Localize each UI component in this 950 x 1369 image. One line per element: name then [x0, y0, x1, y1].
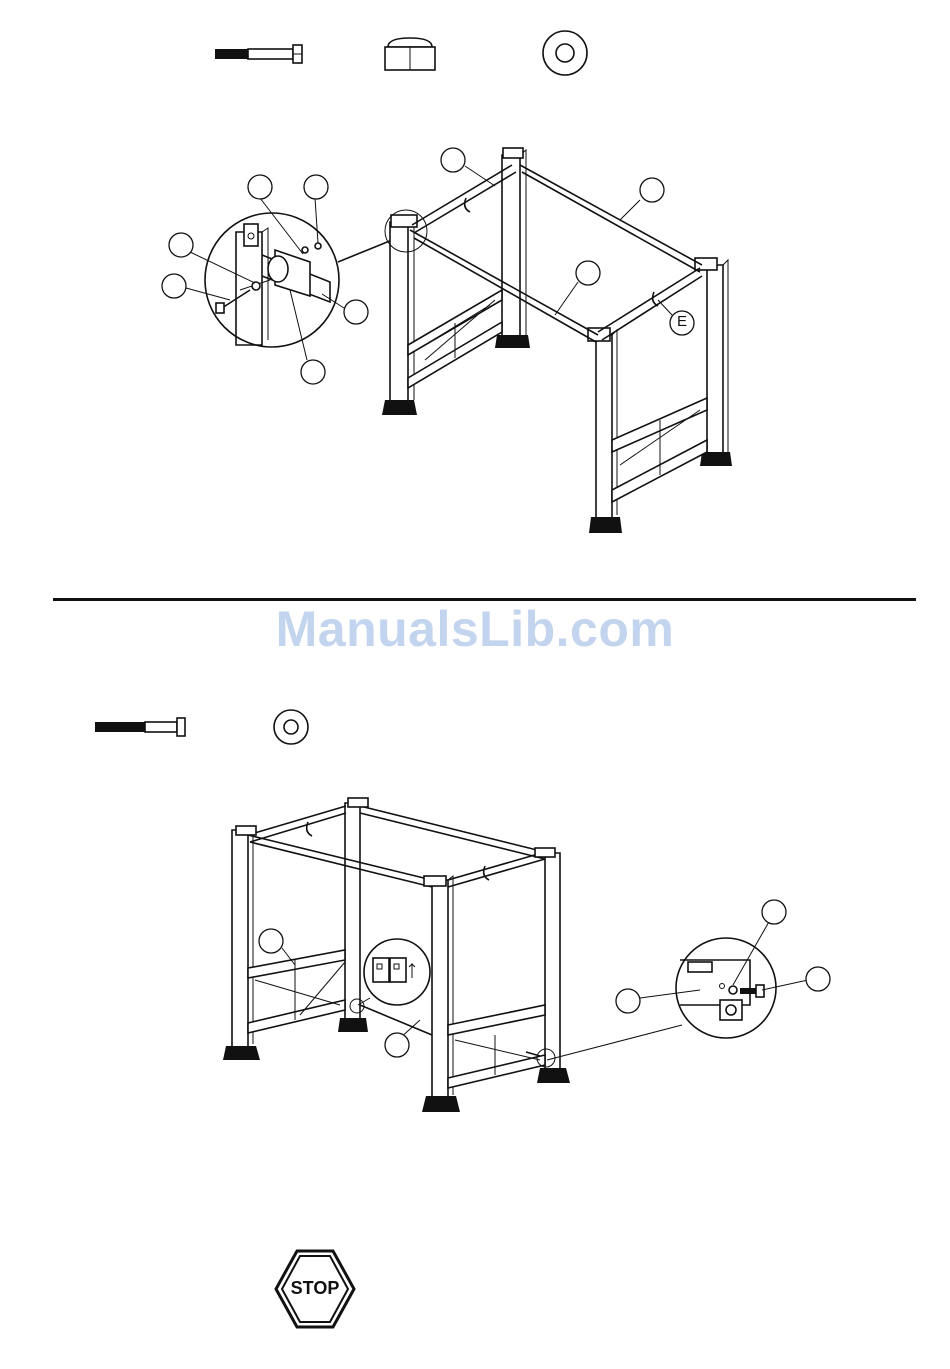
- callout-e-label: E: [674, 313, 690, 330]
- step2-hardware-svg: [0, 700, 950, 760]
- bolt-icon: [95, 718, 185, 736]
- right-detail-magnifier: [526, 938, 776, 1067]
- frame-back-left-post: [495, 148, 530, 348]
- watermark-text: ManualsLib.com: [0, 600, 950, 658]
- step2-hardware-row: [0, 700, 950, 760]
- callout-2: [304, 175, 328, 199]
- left-detail-magnifier: [350, 939, 430, 1013]
- frame-lower-braces: [408, 290, 707, 502]
- callout-3: [169, 233, 193, 257]
- callout-7: [441, 148, 465, 172]
- step2-frame-diagram: [0, 780, 950, 1130]
- callout2-2: [385, 1033, 409, 1057]
- stop-sign: STOP: [274, 1249, 356, 1329]
- callout-1: [248, 175, 272, 199]
- callout2-4: [762, 900, 786, 924]
- callout-4: [162, 274, 186, 298]
- cap-nut-icon: [385, 38, 435, 70]
- callout-8: [640, 178, 664, 202]
- stop-sign-label: STOP: [274, 1278, 356, 1299]
- frame2-top-rails: [236, 798, 555, 887]
- frame-front-right-post: [588, 328, 622, 533]
- callout-5: [344, 300, 368, 324]
- washer-icon: [274, 710, 308, 744]
- step1-frame-svg: [0, 100, 950, 570]
- frame-back-right-post: [695, 258, 732, 466]
- callout2-3: [616, 989, 640, 1013]
- step1-hardware-svg: [0, 0, 950, 100]
- step2-frame-svg: [0, 780, 950, 1130]
- callout2-1: [259, 929, 283, 953]
- bolt-icon: [215, 45, 302, 63]
- washer-icon: [543, 31, 587, 75]
- callout2-5: [806, 967, 830, 991]
- callout-9: [576, 261, 600, 285]
- step1-hardware-row: [0, 0, 950, 100]
- step1-frame-diagram: E: [0, 100, 950, 570]
- callout-6: [301, 360, 325, 384]
